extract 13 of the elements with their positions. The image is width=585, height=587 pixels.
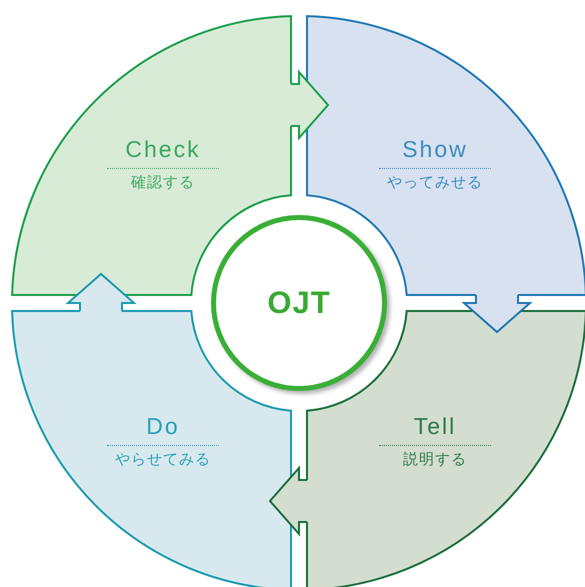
step-title: Do [146, 412, 180, 440]
step-subtitle: 説明する [403, 450, 467, 470]
step-subtitle: 確認する [131, 173, 195, 193]
block-arrow [268, 465, 308, 537]
center-label: OJT [267, 285, 331, 321]
step-title: Tell [414, 412, 456, 440]
step-subtitle: やってみせる [387, 173, 483, 193]
step-title: Check [125, 135, 201, 163]
block-arrow [461, 294, 533, 334]
block-arrow [290, 69, 330, 141]
block-arrow [65, 272, 137, 312]
step-subtitle: やらせてみる [115, 450, 211, 470]
step-title: Show [402, 135, 468, 163]
